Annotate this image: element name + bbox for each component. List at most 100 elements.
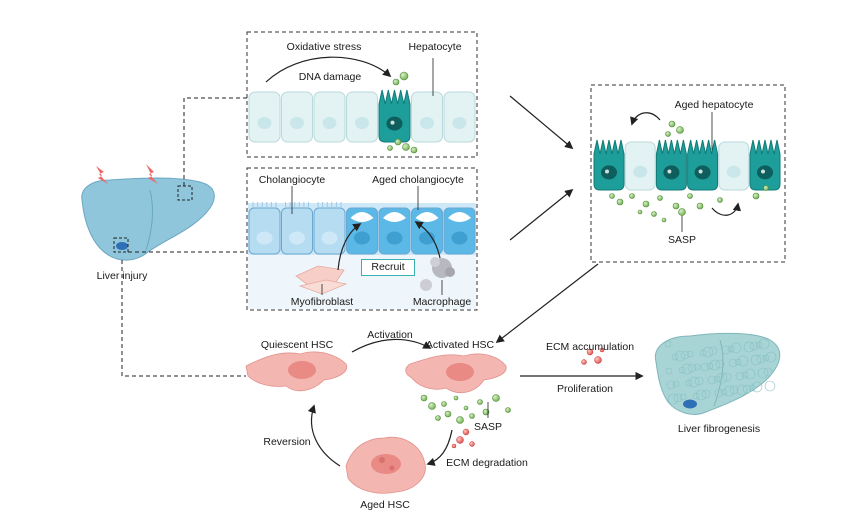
- fibrotic-texture: [730, 342, 742, 354]
- label-aged-hepatocyte: Aged hepatocyte: [674, 99, 754, 111]
- hepatocyte-panel: [246, 31, 478, 158]
- sasp-particle: [441, 401, 447, 407]
- label-quiescent-hsc: Quiescent HSC: [260, 339, 334, 351]
- arrow-cholangiocyte-to-aged: [509, 188, 574, 241]
- sasp-particle: [399, 71, 409, 81]
- arrow-hepatocyte-to-aged: [509, 95, 574, 150]
- fibrotic-texture: [755, 341, 763, 349]
- sasp-particle: [637, 209, 643, 215]
- sasp-particle: [505, 407, 511, 413]
- sasp-particle: [453, 395, 459, 401]
- ecm-particle: [599, 347, 605, 353]
- fibrotic-texture: [735, 371, 745, 381]
- fibrotic-texture: [764, 380, 776, 392]
- sasp-particle: [657, 195, 663, 201]
- dna-damage-arrow: [265, 56, 392, 83]
- aged-hepatocyte-cell: [378, 89, 411, 143]
- fibrotic-texture: [715, 359, 725, 369]
- fibrotic-texture: [751, 381, 763, 393]
- hepatocyte-cell: [281, 91, 313, 143]
- fibrotic-texture: [665, 367, 673, 375]
- fibrotic-texture: [671, 353, 679, 361]
- fibrotic-texture: [727, 345, 735, 353]
- fibrotic-texture: [716, 372, 728, 384]
- fibrotic-texture: [741, 371, 749, 379]
- ecm-particle: [462, 428, 470, 436]
- fibrotic-texture: [707, 375, 717, 385]
- sasp-particle: [672, 202, 680, 210]
- fibrotic-texture: [720, 388, 728, 396]
- fibrotic-texture: [693, 363, 701, 371]
- fibrotic-texture: [706, 362, 714, 370]
- sasp-particle: [651, 211, 657, 217]
- fibrotic-texture: [765, 351, 777, 363]
- label-ecm-accumulation: ECM accumulation: [545, 341, 635, 353]
- macrophage-cell: [420, 257, 455, 291]
- zoom-box-hepatocyte: [177, 185, 193, 201]
- aged-hsc-cell: [345, 436, 426, 494]
- sasp-particle: [717, 197, 723, 203]
- sasp-particle: [482, 408, 490, 416]
- cholangiocyte-cell: [346, 207, 378, 255]
- fibrotic-texture: [666, 380, 676, 390]
- ecm-particle: [451, 443, 457, 449]
- fibrotic-texture: [692, 392, 700, 400]
- fibrotic-texture: [695, 389, 707, 401]
- aged-spread-arrow-right: [711, 202, 742, 216]
- hepatocyte-cell: [443, 91, 476, 143]
- sasp-particle: [616, 198, 624, 206]
- zoom-box-cholangiocyte: [113, 237, 129, 253]
- fibrotic-texture: [694, 376, 704, 386]
- aged-hepatocyte-cell: [749, 139, 781, 191]
- label-aged-hsc: Aged HSC: [360, 499, 410, 511]
- label-activation: Activation: [367, 329, 413, 341]
- cholangiocyte-cell: [281, 202, 313, 255]
- aged-hepatocyte-panel: [590, 84, 786, 263]
- myofibroblast-cell: [295, 265, 348, 295]
- fibrotic-texture: [729, 385, 739, 395]
- fibrotic-texture: [762, 354, 770, 362]
- sasp-particle: [394, 138, 402, 146]
- sasp-particle: [428, 402, 436, 410]
- label-macrophage: Macrophage: [412, 296, 472, 308]
- sasp-particle: [420, 394, 428, 402]
- fibrotic-texture: [687, 363, 697, 373]
- aged-hepatocyte-cell: [593, 139, 625, 191]
- label-sasp-top: SASP: [667, 234, 697, 246]
- connector-to-quiescent-hsc: [121, 260, 246, 377]
- fibrotic-texture: [713, 375, 721, 383]
- sasp-particle: [763, 185, 769, 191]
- fibrotic-texture: [701, 389, 711, 399]
- label-liver-fibrogenesis: Liver fibrogenesis: [677, 423, 761, 435]
- sasp-particle: [696, 202, 704, 210]
- sasp-particle: [642, 200, 650, 208]
- fibrotic-liver-icon: [654, 332, 781, 415]
- sasp-particle: [668, 120, 676, 128]
- ecm-particle: [594, 356, 602, 364]
- label-activated-hsc: Activated HSC: [425, 339, 495, 351]
- fibrotic-texture: [748, 384, 756, 392]
- sasp-particle: [676, 126, 684, 134]
- cholangiocyte-panel: [246, 167, 478, 311]
- sasp-particle: [477, 399, 483, 405]
- fibrotic-texture: [750, 354, 762, 366]
- injured-liver-icon: [81, 164, 215, 261]
- injury-bolt-right: [146, 164, 158, 184]
- label-liver-injury: Liver injury: [96, 270, 148, 282]
- fibrotic-texture: [700, 362, 710, 372]
- activated-hsc-cell: [405, 353, 507, 394]
- sasp-particle: [678, 208, 686, 216]
- quiescent-hsc-cell: [245, 351, 348, 392]
- fibrotic-texture: [756, 354, 766, 364]
- sasp-particle: [410, 146, 418, 154]
- hepatocyte-cell: [624, 141, 656, 191]
- fibrotic-texture: [679, 393, 687, 401]
- sasp-particle: [435, 415, 441, 421]
- fibrotic-texture: [728, 358, 738, 368]
- sasp-particle: [469, 413, 475, 419]
- fibrotic-texture: [749, 341, 759, 351]
- label-ecm-degradation: ECM degradation: [446, 457, 528, 469]
- sasp-particle: [665, 131, 671, 137]
- sasp-particle: [463, 405, 469, 411]
- fibrotic-texture: [743, 341, 755, 353]
